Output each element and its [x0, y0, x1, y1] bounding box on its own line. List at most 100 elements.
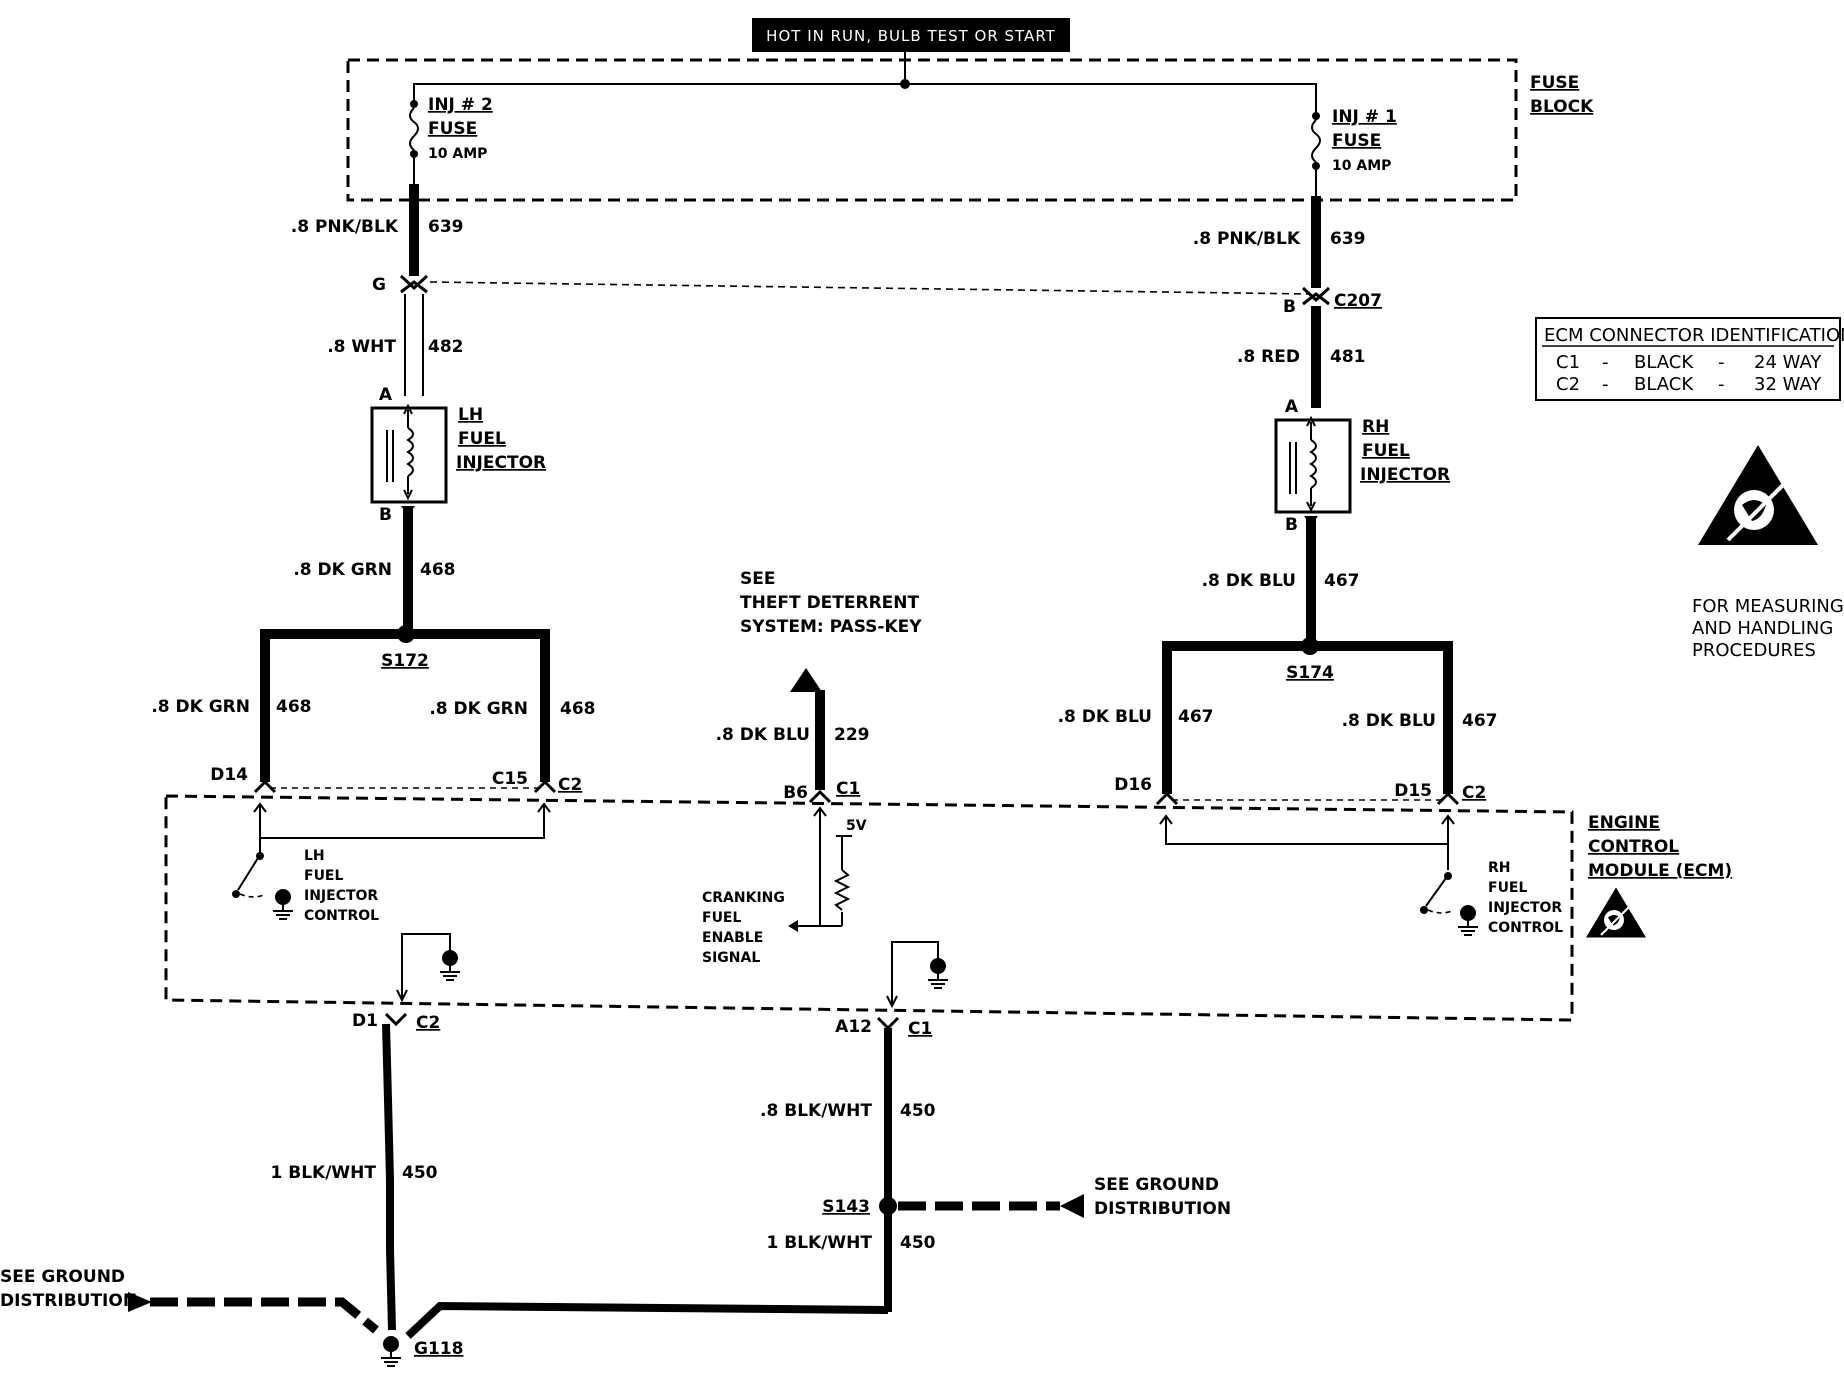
header-box — [752, 18, 1070, 52]
ground-symbol-icon — [272, 888, 294, 920]
crank-label-2: FUEL — [702, 910, 741, 926]
splice-s143: S143 — [822, 1197, 870, 1217]
connector-rh-inj-b: B — [1285, 515, 1298, 535]
fuse-right-rating: 10 AMP — [1332, 158, 1391, 174]
connector-table-id-c1: C1 — [1556, 352, 1580, 373]
connector-table-sep-c1: - — [1602, 352, 1609, 373]
volts-label: 5V — [846, 818, 867, 834]
see-ground-right: SEE GROUND — [1094, 1175, 1219, 1195]
lh-ctrl-label: LH — [304, 848, 325, 864]
switch-icon — [1159, 814, 1455, 914]
fuse-block-label: FUSE — [1530, 73, 1579, 93]
rh-injector-label-3: INJECTOR — [1360, 465, 1450, 485]
connector-c2-b: C2 — [1462, 783, 1486, 803]
lh-ctrl-label-2: FUEL — [304, 868, 343, 884]
connector-lh-inj-a: A — [379, 385, 393, 405]
see-ground-right-2: DISTRIBUTION — [1094, 1199, 1231, 1219]
header-label: HOT IN RUN, BULB TEST OR START — [766, 27, 1056, 45]
wire-lh-supply-circuit: 639 — [428, 217, 464, 237]
wire-theft-circuit: 229 — [834, 725, 870, 745]
lh-ctrl-label-3: INJECTOR — [304, 888, 378, 904]
wire-gnd-right-dn-circuit: 450 — [900, 1233, 936, 1253]
theft-note: SEE — [740, 569, 775, 589]
wire-rh-ctrl-circuit: 467 — [1324, 571, 1360, 591]
connector-table-title: ECM CONNECTOR IDENTIFICATION — [1544, 325, 1844, 346]
connector-d15: D15 — [1394, 781, 1432, 801]
connector-c15: C15 — [492, 769, 528, 789]
ground-symbol-icon — [380, 1335, 402, 1367]
wire-gnd-right-up-circuit: 450 — [900, 1101, 936, 1121]
wire-rh-ctrl-a-color: .8 DK BLU — [1058, 707, 1152, 727]
wire-lh-feed-circuit: 482 — [428, 337, 464, 357]
wire-lh-feed-color: .8 WHT — [327, 337, 396, 357]
rh-injector-label-2: FUEL — [1362, 441, 1410, 461]
connector-table-size-c1: 24 WAY — [1754, 352, 1822, 373]
injector-coil-icon — [370, 403, 448, 504]
rh-injector-label: RH — [1362, 417, 1389, 437]
connector-table-color-c1: BLACK — [1634, 352, 1694, 373]
crank-label-4: SIGNAL — [702, 950, 760, 966]
resistor-icon — [788, 806, 852, 932]
wire-lh-ctrl-circuit: 468 — [420, 560, 456, 580]
ground-g118: G118 — [414, 1339, 463, 1359]
esd-note-3: PROCEDURES — [1692, 640, 1816, 661]
wire-rh-supply-circuit: 639 — [1330, 229, 1366, 249]
fuse-block-outline — [346, 58, 1518, 202]
crank-label-3: ENABLE — [702, 930, 763, 946]
wire-gnd-left-circuit: 450 — [402, 1163, 438, 1183]
connector-c2-c: C2 — [416, 1013, 440, 1033]
ground-symbol-icon — [927, 957, 949, 989]
connector-c1-b: C1 — [908, 1019, 932, 1039]
lh-ctrl-label-4: CONTROL — [304, 908, 379, 924]
splice-s172: S172 — [381, 651, 429, 671]
esd-note: FOR MEASURING — [1692, 596, 1844, 617]
connector-a12: A12 — [835, 1017, 872, 1037]
connector-c1-a: C1 — [836, 779, 860, 799]
wire-gnd-left-color: 1 BLK/WHT — [271, 1163, 377, 1183]
lh-injector-label: LH — [458, 405, 483, 425]
lh-injector-label-3: INJECTOR — [456, 453, 546, 473]
connector-rh-inj-a: A — [1285, 397, 1299, 417]
connector-table-sep-c2: - — [1602, 374, 1609, 395]
connector-g: G — [372, 275, 386, 295]
ecm-title-3: MODULE (ECM) — [1588, 861, 1732, 881]
connector-d14: D14 — [210, 765, 248, 785]
connector-d16: D16 — [1114, 775, 1152, 795]
wire-lh-supply-color: .8 PNK/BLK — [291, 217, 399, 237]
esd-warning-icon — [1585, 886, 1647, 939]
wire-rh-ctrl-a-circuit: 467 — [1178, 707, 1214, 727]
rh-ctrl-label-2: FUEL — [1488, 880, 1527, 896]
injector-coil-icon — [1274, 415, 1352, 514]
connector-c2-a: C2 — [558, 775, 582, 795]
fuse-left-label-2: FUSE — [428, 119, 477, 139]
see-ground-left: SEE GROUND — [0, 1267, 125, 1287]
connector-lh-inj-b: B — [379, 505, 392, 525]
rh-ctrl-label-4: CONTROL — [1488, 920, 1563, 936]
connector-table-dash-c1: - — [1718, 352, 1725, 373]
wire-theft-color: .8 DK BLU — [716, 725, 810, 745]
connector-table-size-c2: 32 WAY — [1754, 374, 1822, 395]
fuse-left-label: INJ # 2 — [428, 95, 493, 115]
wire-gnd-right-up-color: .8 BLK/WHT — [760, 1101, 872, 1121]
connector-b-c207: B — [1283, 297, 1296, 317]
switch-icon — [232, 802, 551, 898]
rh-ctrl-label-3: INJECTOR — [1488, 900, 1562, 916]
lh-injector-label-2: FUEL — [458, 429, 506, 449]
ecm-title: ENGINE — [1588, 813, 1660, 833]
wire-gnd-right-dn-color: 1 BLK/WHT — [767, 1233, 873, 1253]
wire-lh-ctrl-color: .8 DK GRN — [293, 560, 392, 580]
connector-b6: B6 — [783, 783, 808, 803]
ground-symbol-icon — [439, 949, 461, 981]
esd-note-2: AND HANDLING — [1692, 618, 1833, 639]
fuse-left-rating: 10 AMP — [428, 146, 487, 162]
ecm-title-2: CONTROL — [1588, 837, 1679, 857]
crank-label: CRANKING — [702, 890, 785, 906]
wire-rh-ctrl-color: .8 DK BLU — [1202, 571, 1296, 591]
wire-lh-ctrl-a-color: .8 DK GRN — [151, 697, 250, 717]
wire-rh-ctrl-b-color: .8 DK BLU — [1342, 711, 1436, 731]
wire-rh-ctrl-b-circuit: 467 — [1462, 711, 1498, 731]
wire-rh-feed-circuit: 481 — [1330, 347, 1366, 367]
ground-symbol-icon — [1457, 904, 1479, 936]
connector-table-id-c2: C2 — [1556, 374, 1580, 395]
